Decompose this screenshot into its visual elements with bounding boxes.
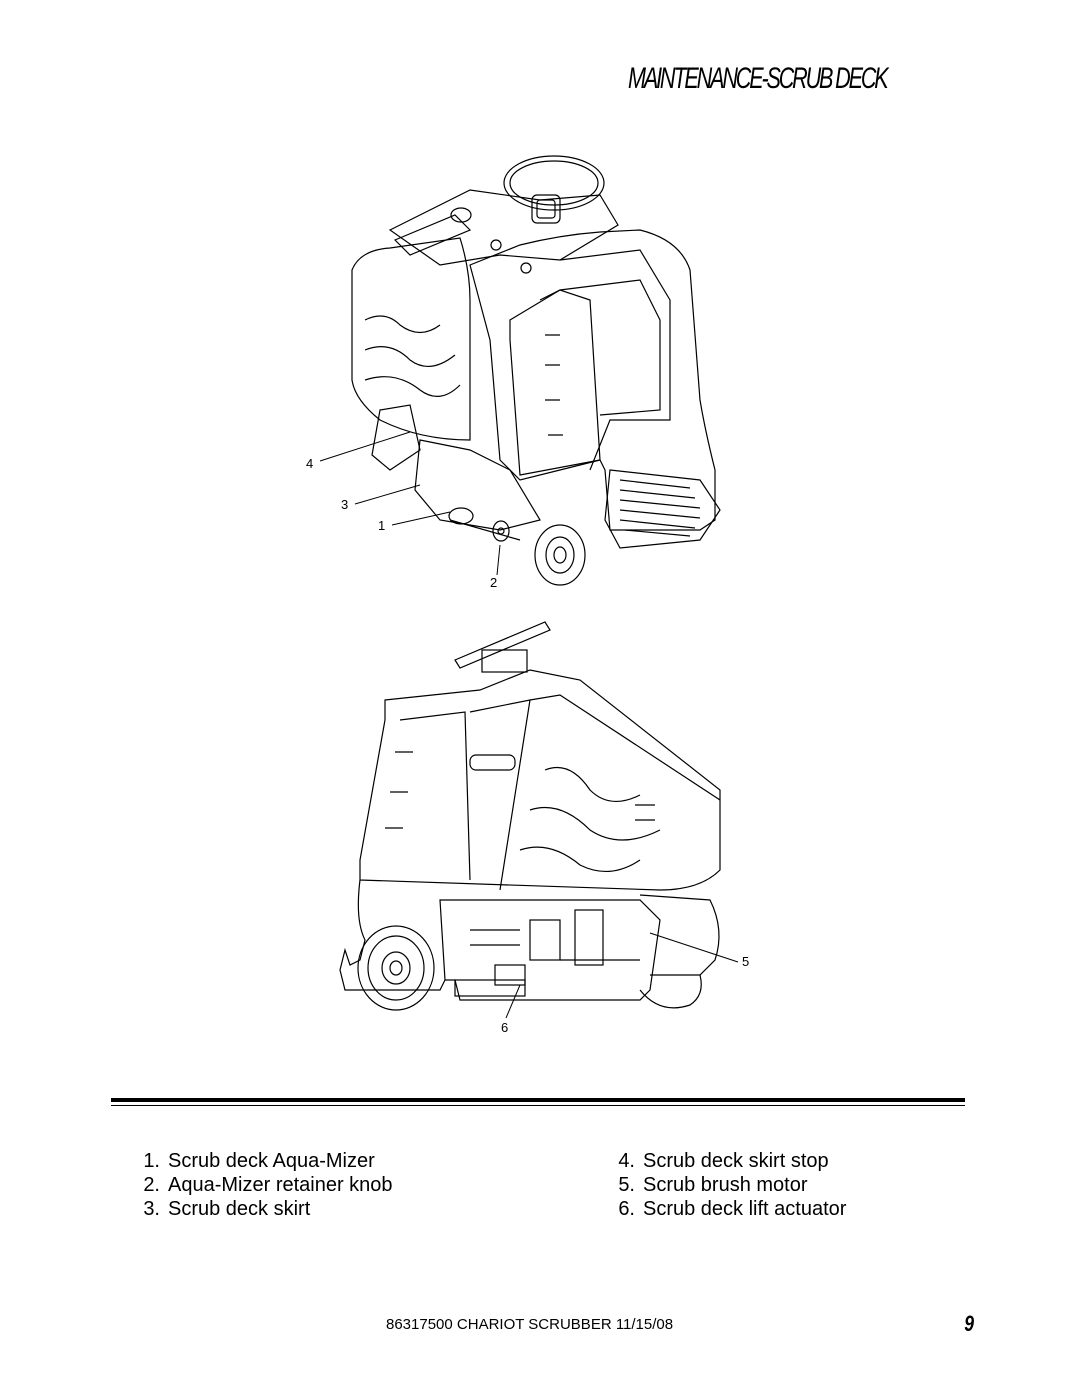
callout-6: 6 (501, 1020, 509, 1035)
callout-2: 2 (490, 575, 498, 590)
legend-right: 4. Scrub deck skirt stop 5. Scrub brush … (605, 1149, 846, 1221)
page-number: 9 (964, 1311, 975, 1336)
callout-1: 1 (378, 518, 386, 533)
divider-rule (111, 1098, 965, 1102)
machine-front-view (319, 155, 721, 586)
machine-side-view (339, 621, 739, 1019)
footer-doc-id: 86317500 CHARIOT SCRUBBER 11/15/08 (386, 1316, 674, 1333)
legend-item: 2. Aqua-Mizer retainer knob (143, 1174, 393, 1196)
callout-4: 4 (306, 456, 314, 471)
legend-item: 1. Scrub deck Aqua-Mizer (143, 1150, 375, 1172)
legend-item: 5. Scrub brush motor (618, 1174, 808, 1196)
callout-3: 3 (341, 497, 349, 512)
legend-item: 4. Scrub deck skirt stop (618, 1150, 829, 1172)
divider-rule-thin (111, 1105, 965, 1106)
legend-item: 3. Scrub deck skirt (143, 1198, 311, 1220)
legend-left: 1. Scrub deck Aqua-Mizer 2. Aqua-Mizer r… (130, 1149, 393, 1221)
legend-item: 6. Scrub deck lift actuator (618, 1198, 847, 1220)
callout-5: 5 (742, 954, 750, 969)
